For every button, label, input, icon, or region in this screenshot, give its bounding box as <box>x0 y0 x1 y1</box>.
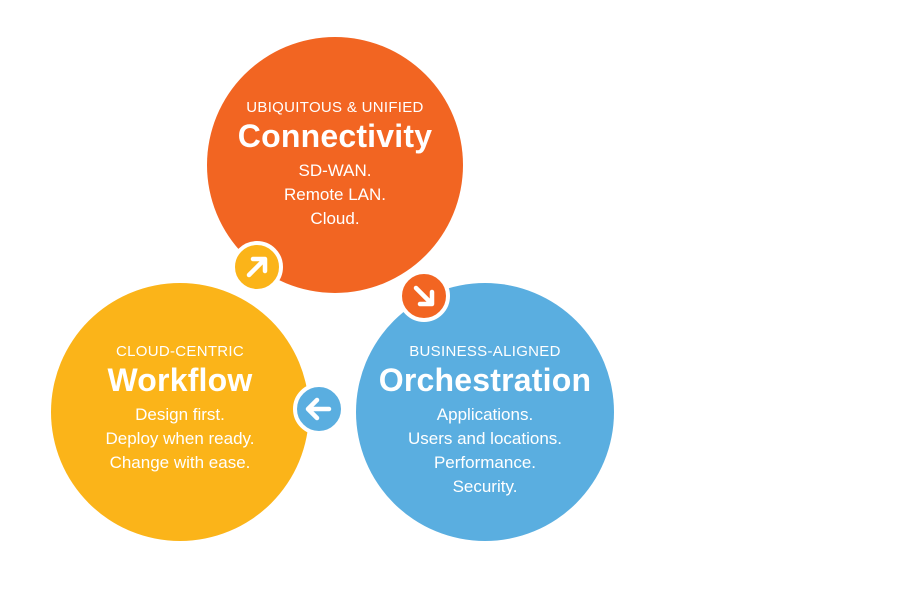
workflow-title: Workflow <box>107 362 253 398</box>
arrow-up-right-icon <box>231 241 283 293</box>
connectivity-kicker: UBIQUITOUS & UNIFIED <box>246 99 424 116</box>
workflow-circle: CLOUD-CENTRIC Workflow Design first. Dep… <box>51 283 309 541</box>
orchestration-line: Security. <box>452 477 518 496</box>
orchestration-circle: BUSINESS-ALIGNED Orchestration Applicati… <box>356 283 614 541</box>
connectivity-line: SD-WAN. <box>298 161 372 180</box>
workflow-line: Change with ease. <box>109 453 251 472</box>
arrow-left-icon <box>293 383 345 435</box>
orchestration-line: Applications. <box>436 405 534 424</box>
connectivity-line: Remote LAN. <box>283 185 387 204</box>
workflow-line: Deploy when ready. <box>105 429 255 448</box>
orchestration-kicker: BUSINESS-ALIGNED <box>409 343 561 360</box>
arrow-down-right-icon <box>398 270 450 322</box>
connectivity-title: Connectivity <box>237 118 433 154</box>
orchestration-line: Performance. <box>433 453 537 472</box>
orchestration-title: Orchestration <box>378 362 592 398</box>
workflow-kicker: CLOUD-CENTRIC <box>115 343 245 360</box>
workflow-line: Design first. <box>135 405 225 424</box>
connectivity-line: Cloud. <box>310 209 360 228</box>
orchestration-line: Users and locations. <box>407 429 563 448</box>
